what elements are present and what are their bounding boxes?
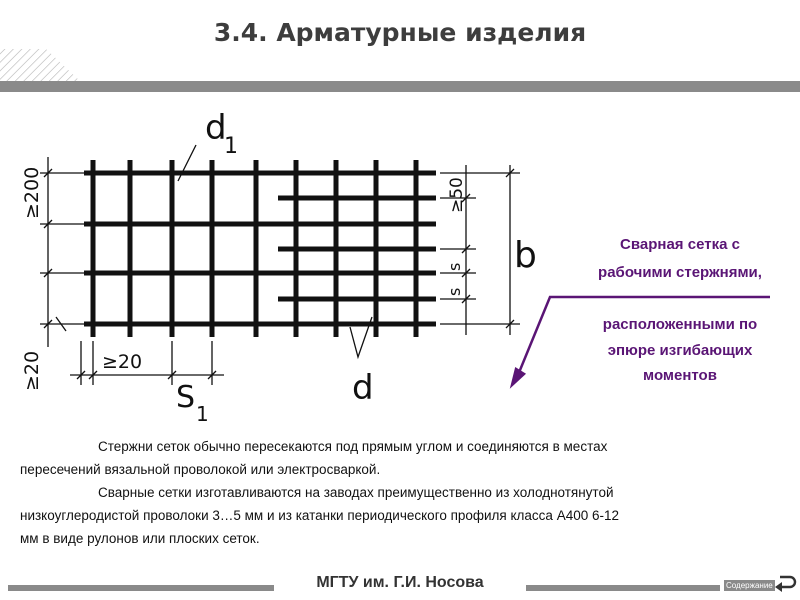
caption-line-4: эпюре изгибающих [607, 342, 753, 359]
caption-line-3: расположенными по [602, 316, 758, 333]
label-b: b [514, 235, 537, 276]
label-min-20-horizontal: ≥20 [102, 351, 142, 373]
paragraph-line-1: Стержни сеток обычно пересекаются под пр… [98, 439, 608, 454]
label-min-200: ≥200 [21, 167, 43, 219]
dimension-lines [40, 144, 520, 385]
paragraph-line-4: низкоуглеродистой проволоки 3…5 мм и из … [20, 508, 619, 523]
caption-line-5: моментов [643, 367, 717, 384]
label-min-20-vertical: ≥20 [21, 351, 43, 391]
label-s1-subscript: 1 [196, 402, 209, 426]
label-spacing-s-lower: s [445, 288, 464, 296]
slide-title: 3.4. Арматурные изделия [213, 18, 587, 47]
welded-mesh-drawing: d 1 d b S 1 ≥20 ≥200 ≥20 ≥50 s s [21, 108, 770, 426]
paragraph-line-2: пересечений вязальной проволокой или эле… [20, 462, 381, 477]
header-band [0, 49, 800, 92]
label-s1: S [176, 380, 195, 415]
label-spacing-s-upper: s [445, 263, 464, 271]
drawing-labels: d 1 d b S 1 ≥20 ≥200 ≥20 ≥50 s s [21, 108, 537, 426]
label-d: d [352, 368, 374, 408]
label-d1: d [205, 108, 227, 148]
footer-bar-right [526, 585, 720, 591]
paragraph-line-5: мм в виде рулонов или плоских сеток. [20, 531, 260, 546]
label-min-50: ≥50 [447, 177, 467, 213]
caption-line-1: Сварная сетка с [620, 236, 740, 253]
paragraph-line-3: Сварные сетки изготавливаются на заводах… [98, 485, 614, 500]
caption-line-2: рабочими стержнями, [598, 264, 762, 281]
footer-university: МГТУ им. Г.И. Носова [316, 574, 484, 591]
contents-link[interactable]: Содержание [724, 580, 775, 591]
footer-bar-left [8, 585, 274, 591]
mesh-grid [84, 160, 436, 337]
label-d1-subscript: 1 [224, 134, 238, 159]
header-divider-bar [0, 81, 800, 92]
callout-arrow [509, 295, 770, 389]
u-turn-arrow-icon[interactable] [774, 573, 798, 595]
